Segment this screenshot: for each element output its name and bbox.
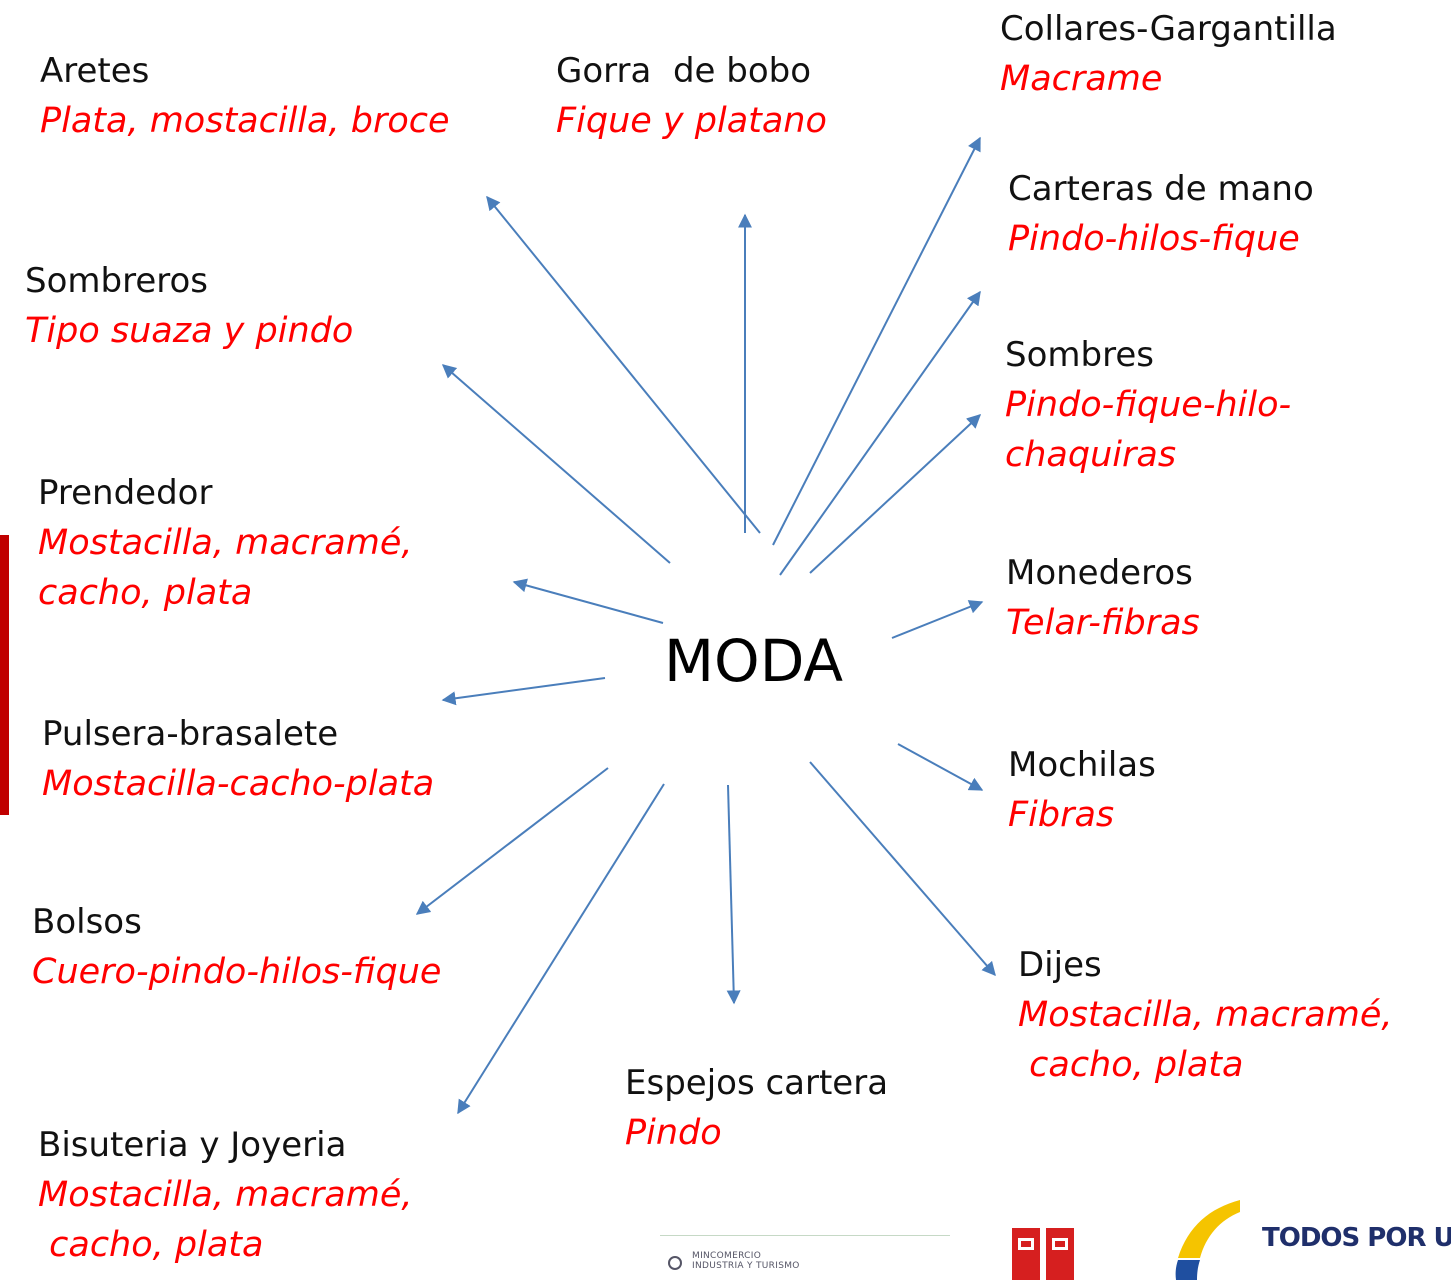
mincomercio-logo: MINCOMERCIO INDUSTRIA Y TURISMO xyxy=(640,1225,960,1280)
node-pulsera-materials: Mostacilla-cacho-plata xyxy=(42,764,435,804)
arrow-collares xyxy=(772,136,981,546)
node-monederos-materials: Telar-fibras xyxy=(1006,603,1200,643)
tagline-text: TODOS POR UN xyxy=(1262,1223,1451,1253)
arrow-bisuteria xyxy=(457,783,665,1115)
arrow-aretes xyxy=(486,195,761,534)
node-carteras: Carteras de mano Pindo-hilos-fique xyxy=(1008,164,1314,264)
node-espejos: Espejos cartera Pindo xyxy=(625,1058,888,1158)
node-sombres-label: Sombres xyxy=(1005,335,1154,375)
node-dijes-label: Dijes xyxy=(1018,945,1102,985)
node-gorra-materials: Fique y platano xyxy=(556,101,827,141)
edge-bar xyxy=(0,535,9,815)
node-sombreros-materials: Tipo suaza y pindo xyxy=(25,311,354,351)
node-monederos: Monederos Telar-fibras xyxy=(1006,548,1200,648)
arrow-prendedor xyxy=(512,578,664,624)
node-sombres: Sombres Pindo-fique-hilo- chaquiras xyxy=(1005,330,1291,480)
mincomercio-line-2: INDUSTRIA Y TURISMO xyxy=(692,1261,800,1271)
node-gorra-label: Gorra de bobo xyxy=(556,51,812,91)
arrow-sombreros xyxy=(441,364,671,564)
arrow-monederos xyxy=(891,600,984,639)
node-dijes: Dijes Mostacilla, macramé, cacho, plata xyxy=(1018,940,1393,1090)
arrow-mochilas xyxy=(897,743,984,791)
node-bolsos: Bolsos Cuero-pindo-hilos-fique xyxy=(32,897,441,997)
node-sombres-materials-2: chaquiras xyxy=(1005,435,1177,475)
node-sombreros-label: Sombreros xyxy=(25,261,208,301)
node-prendedor-label: Prendedor xyxy=(38,473,213,513)
node-prendedor-materials-2: cacho, plata xyxy=(38,573,253,613)
node-carteras-materials: Pindo-hilos-fique xyxy=(1008,219,1300,259)
node-collares: Collares-Gargantilla Macrame xyxy=(1000,4,1337,104)
node-prendedor-materials-1: Mostacilla, macramé, xyxy=(38,523,413,563)
node-sombreros: Sombreros Tipo suaza y pindo xyxy=(25,256,353,356)
node-gorra: Gorra de bobo Fique y platano xyxy=(556,46,827,146)
node-collares-materials: Macrame xyxy=(1000,59,1163,99)
node-carteras-label: Carteras de mano xyxy=(1008,169,1314,209)
artesanias-logo xyxy=(1012,1222,1078,1280)
node-aretes-label: Aretes xyxy=(40,51,150,91)
node-bolsos-materials: Cuero-pindo-hilos-fique xyxy=(32,952,442,992)
node-pulsera: Pulsera-brasalete Mostacilla-cacho-plata xyxy=(42,709,434,809)
node-aretes: Aretes Plata, mostacilla, broce xyxy=(40,46,450,146)
arrow-dijes xyxy=(809,761,996,977)
node-bisuteria-materials-2: cacho, plata xyxy=(38,1225,264,1265)
node-collares-label: Collares-Gargantilla xyxy=(1000,9,1337,49)
node-mochilas-label: Mochilas xyxy=(1008,745,1156,785)
node-bolsos-label: Bolsos xyxy=(32,902,142,942)
node-aretes-materials: Plata, mostacilla, broce xyxy=(40,101,450,141)
mincomercio-line-1: MINCOMERCIO xyxy=(692,1251,762,1261)
node-dijes-materials-1: Mostacilla, macramé, xyxy=(1018,995,1393,1035)
node-bisuteria-materials-1: Mostacilla, macramé, xyxy=(38,1175,413,1215)
node-bisuteria: Bisuteria y Joyeria Mostacilla, macramé,… xyxy=(38,1120,413,1270)
node-espejos-materials: Pindo xyxy=(625,1113,722,1153)
arrow-pulsera xyxy=(441,677,606,706)
node-mochilas: Mochilas Fibras xyxy=(1008,740,1156,840)
flag-swoosh-logo xyxy=(1175,1200,1240,1280)
seal-icon xyxy=(668,1256,682,1270)
arrow-bolsos xyxy=(415,767,609,915)
arrow-carteras xyxy=(779,290,981,576)
arrow-espejos xyxy=(726,784,741,1005)
node-espejos-label: Espejos cartera xyxy=(625,1063,889,1103)
node-sombres-materials-1: Pindo-fique-hilo- xyxy=(1005,385,1292,425)
node-monederos-label: Monederos xyxy=(1006,553,1193,593)
node-bisuteria-label: Bisuteria y Joyeria xyxy=(38,1125,347,1165)
center-label: MODA xyxy=(664,627,844,695)
node-mochilas-materials: Fibras xyxy=(1008,795,1115,835)
node-dijes-materials-2: cacho, plata xyxy=(1018,1045,1244,1085)
node-pulsera-label: Pulsera-brasalete xyxy=(42,714,339,754)
arrow-sombres xyxy=(809,414,982,574)
node-prendedor: Prendedor Mostacilla, macramé, cacho, pl… xyxy=(38,468,413,618)
